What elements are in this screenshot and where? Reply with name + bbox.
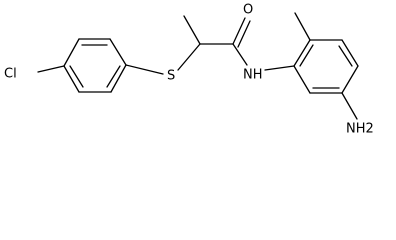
bond-ring1-e [63,65,80,93]
bond-carbonyl-o-1 [232,17,246,45]
oxygen-atom-label: O [243,3,253,18]
chlorine-atom-label: Cl [4,67,17,82]
bond-carbonyl-n [232,43,248,66]
bond-ring2-a [293,39,311,67]
bond-ring2-inner-b [338,45,353,67]
bond-s-ch [177,43,201,71]
bond-ring-methyl [294,12,311,41]
sulfur-atom-label: S [167,69,175,84]
bond-ring1-f [63,38,80,67]
molecule-structure-diagram: Cl S O NH NH2 [4,3,374,137]
bond-ring2-c [341,39,359,67]
bond-ring2-d [341,65,359,94]
bond-carbonyl-o-2 [237,20,251,48]
bond-ring-nh2 [341,92,358,120]
bond-n-ring [264,65,295,71]
bond-ring2-f [293,65,311,94]
aminotolyl-ring [293,39,359,94]
bond-ring-s [125,64,164,75]
bond-ring1-c [110,64,127,93]
bond-ring1-inner-b [106,65,121,88]
bond-ring1-b [109,38,127,66]
bond-ring2-inner-a [299,44,314,67]
amide-nh-label: NH [243,68,263,83]
amino-nh2-label: NH2 [346,122,374,137]
bond-c-cl [37,65,65,73]
chlorophenyl-ring [63,38,127,93]
bond-ring1-inner-c [69,65,84,88]
bond-ch-methyl [183,15,201,45]
